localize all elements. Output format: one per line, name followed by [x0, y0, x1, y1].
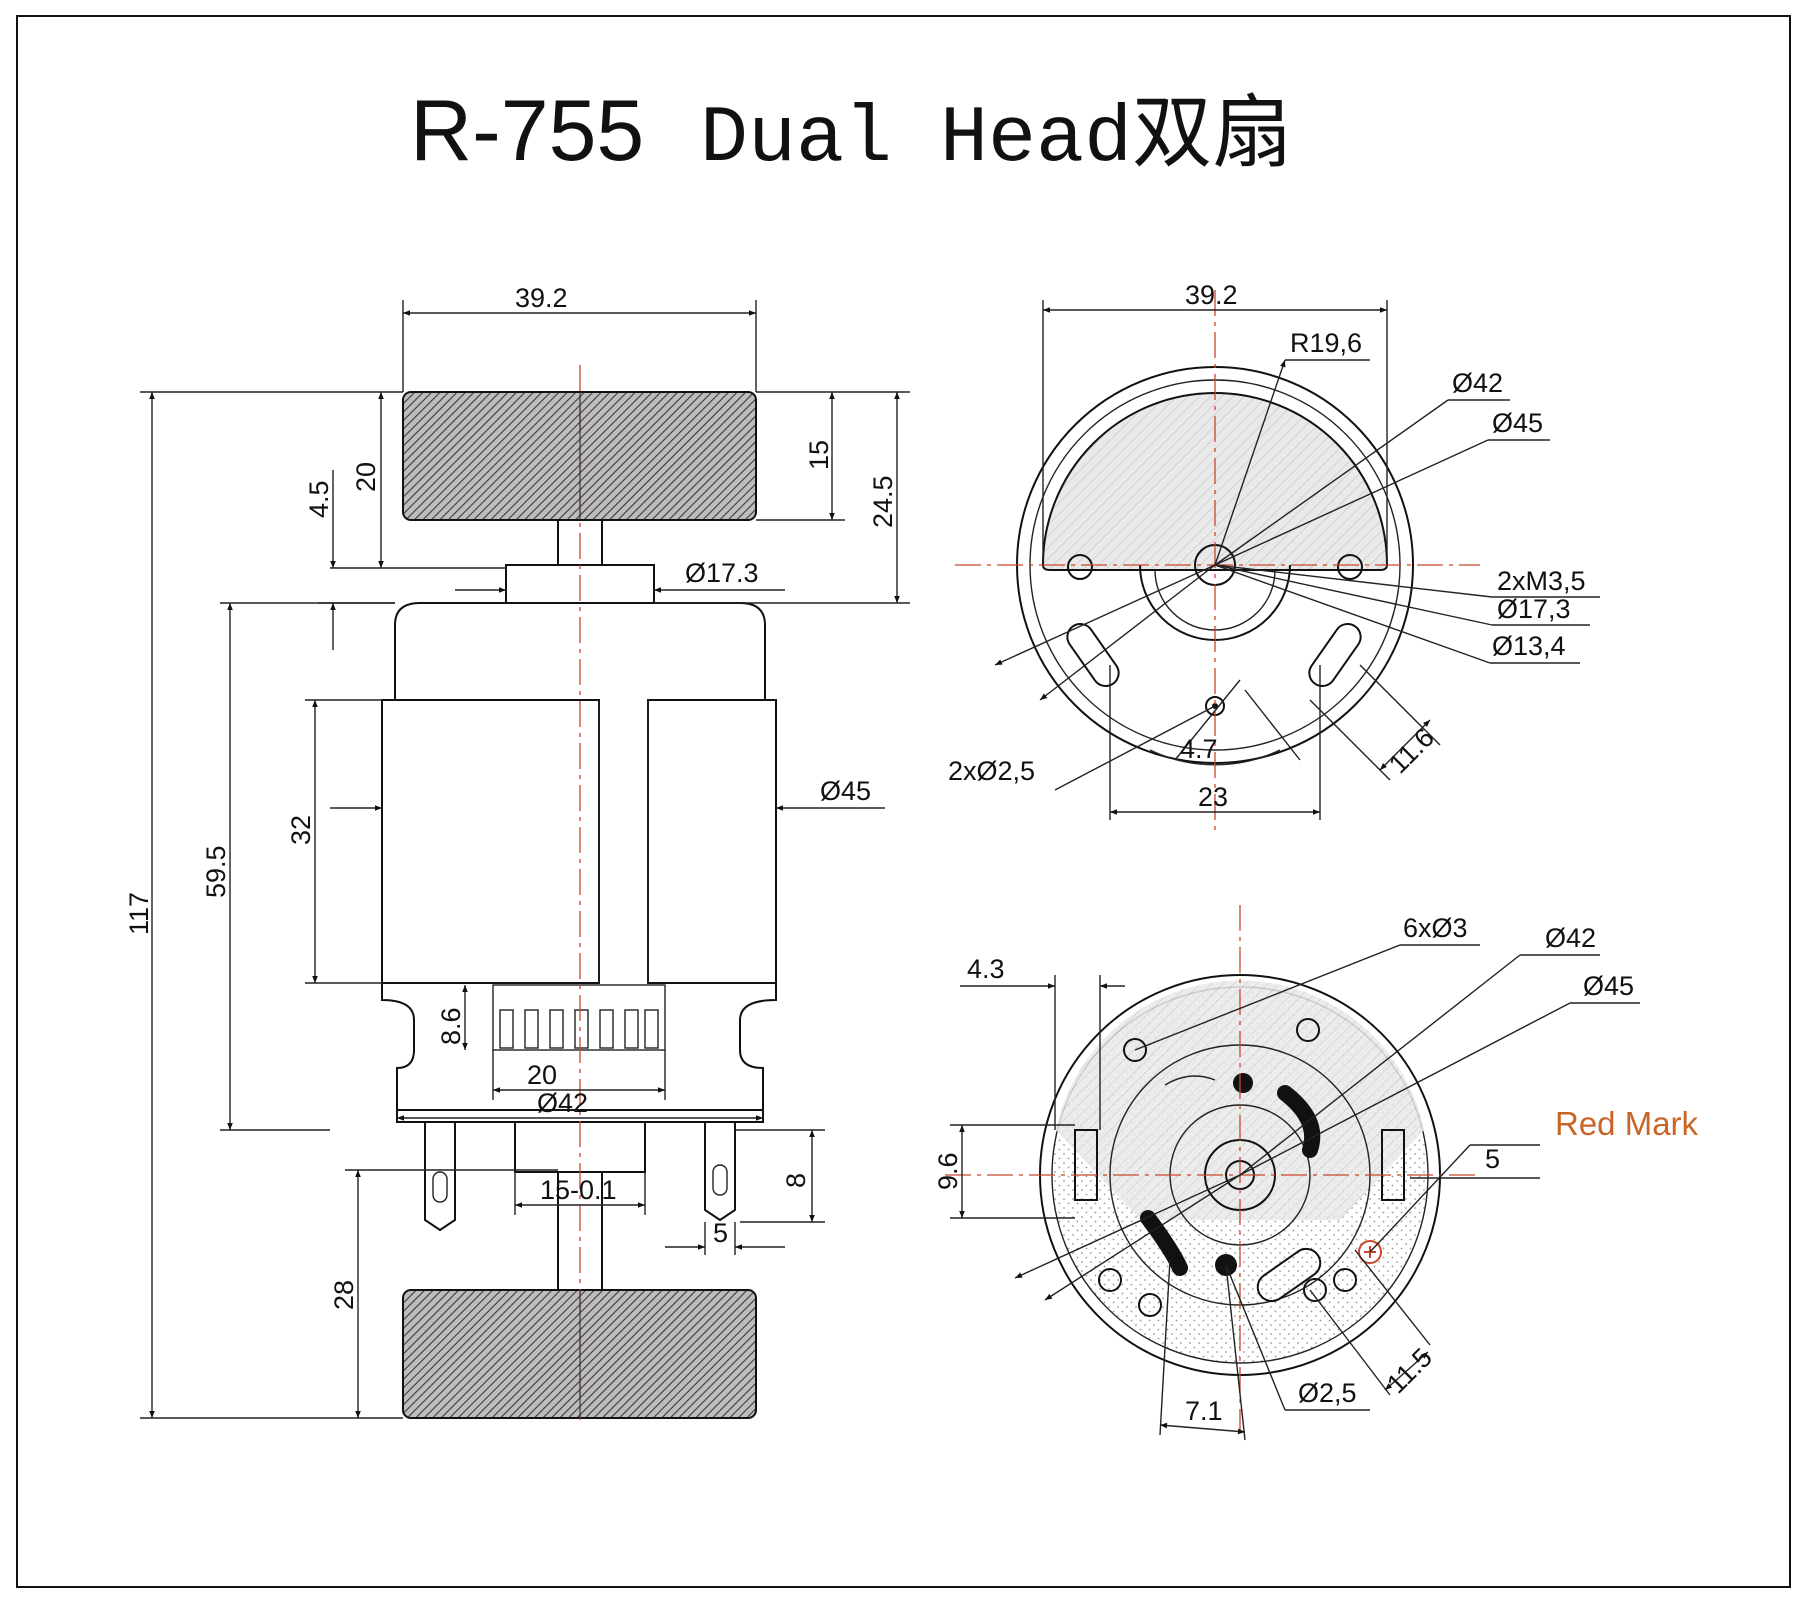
front-radius-label: R19,6 — [1290, 328, 1362, 358]
body-length-label: 59.5 — [201, 845, 231, 898]
side-view: 39.2 117 20 4.5 59.5 32 Ø45 Ø17.3 — [124, 283, 910, 1420]
rear-dia42-label: Ø42 — [1545, 923, 1596, 953]
front-dia42-label: Ø42 — [1452, 368, 1503, 398]
dim-8-6-label: 8.6 — [436, 1007, 466, 1045]
dim-24-5-label: 24.5 — [868, 475, 898, 528]
fins-width-label: 20 — [527, 1060, 557, 1090]
title-suffix: Dual Head双扇 — [700, 92, 1292, 185]
terminal-right — [704, 1122, 736, 1222]
side-bearing-dia-label: Ø17.3 — [685, 558, 759, 588]
front-view: 39.2 R19,6 Ø42 Ø45 2xM3,5 Ø17,3 Ø13,4 2x… — [948, 280, 1600, 830]
hub-width-label: 15-0.1 — [540, 1175, 617, 1205]
terminal-length-label: 8 — [781, 1173, 811, 1188]
vent-fins — [492, 984, 666, 1051]
fan-depth-label: 15 — [804, 440, 834, 470]
front-dia45-label: Ø45 — [1492, 408, 1543, 438]
front-dia13-label: Ø13,4 — [1492, 631, 1566, 661]
front-dim-23-label: 23 — [1198, 782, 1228, 812]
motor-can — [394, 602, 766, 700]
rear-dim-7-1-label: 7.1 — [1185, 1396, 1223, 1426]
rear-holes-label: 6xØ3 — [1403, 913, 1468, 943]
endplate-dia-label: Ø42 — [537, 1088, 588, 1118]
rear-dim-4-3-label: 4.3 — [967, 954, 1005, 984]
can-length-label: 32 — [286, 815, 316, 845]
front-width-label: 39.2 — [1185, 280, 1238, 310]
front-dim-11-6-label: 11.6 — [1383, 722, 1440, 779]
title-model: R-755 — [410, 83, 644, 179]
front-holes-label: 2xØ2,5 — [948, 756, 1035, 786]
overall-length-label: 117 — [124, 892, 154, 935]
rear-view: 4.3 9.6 6xØ3 Ø42 Ø45 Red Mark 5 7.1 — [933, 905, 1699, 1441]
side-can-dia-label: Ø45 — [820, 776, 871, 806]
front-dia17-label: Ø17,3 — [1497, 594, 1571, 624]
shaft-length-label: 28 — [329, 1280, 359, 1310]
fan-height-label: 20 — [351, 462, 381, 492]
rear-dim-11-5-label: 11.5 — [1381, 1342, 1438, 1399]
dim-4-5-label: 4.5 — [304, 480, 334, 518]
drawing-frame — [16, 15, 1791, 1588]
terminal-left — [424, 1122, 456, 1232]
rear-dim-5-label: 5 — [1485, 1144, 1500, 1174]
rear-dim-9-6-label: 9.6 — [933, 1152, 963, 1190]
side-width-label: 39.2 — [515, 283, 568, 313]
front-dim-4-7-label: 4.7 — [1180, 734, 1218, 764]
rear-dia45-label: Ø45 — [1583, 971, 1634, 1001]
red-mark-label: Red Mark — [1555, 1105, 1699, 1142]
rear-dia2-5-label: Ø2,5 — [1298, 1378, 1357, 1408]
front-screw-label: 2xM3,5 — [1497, 566, 1586, 596]
terminal-width-label: 5 — [713, 1218, 728, 1248]
